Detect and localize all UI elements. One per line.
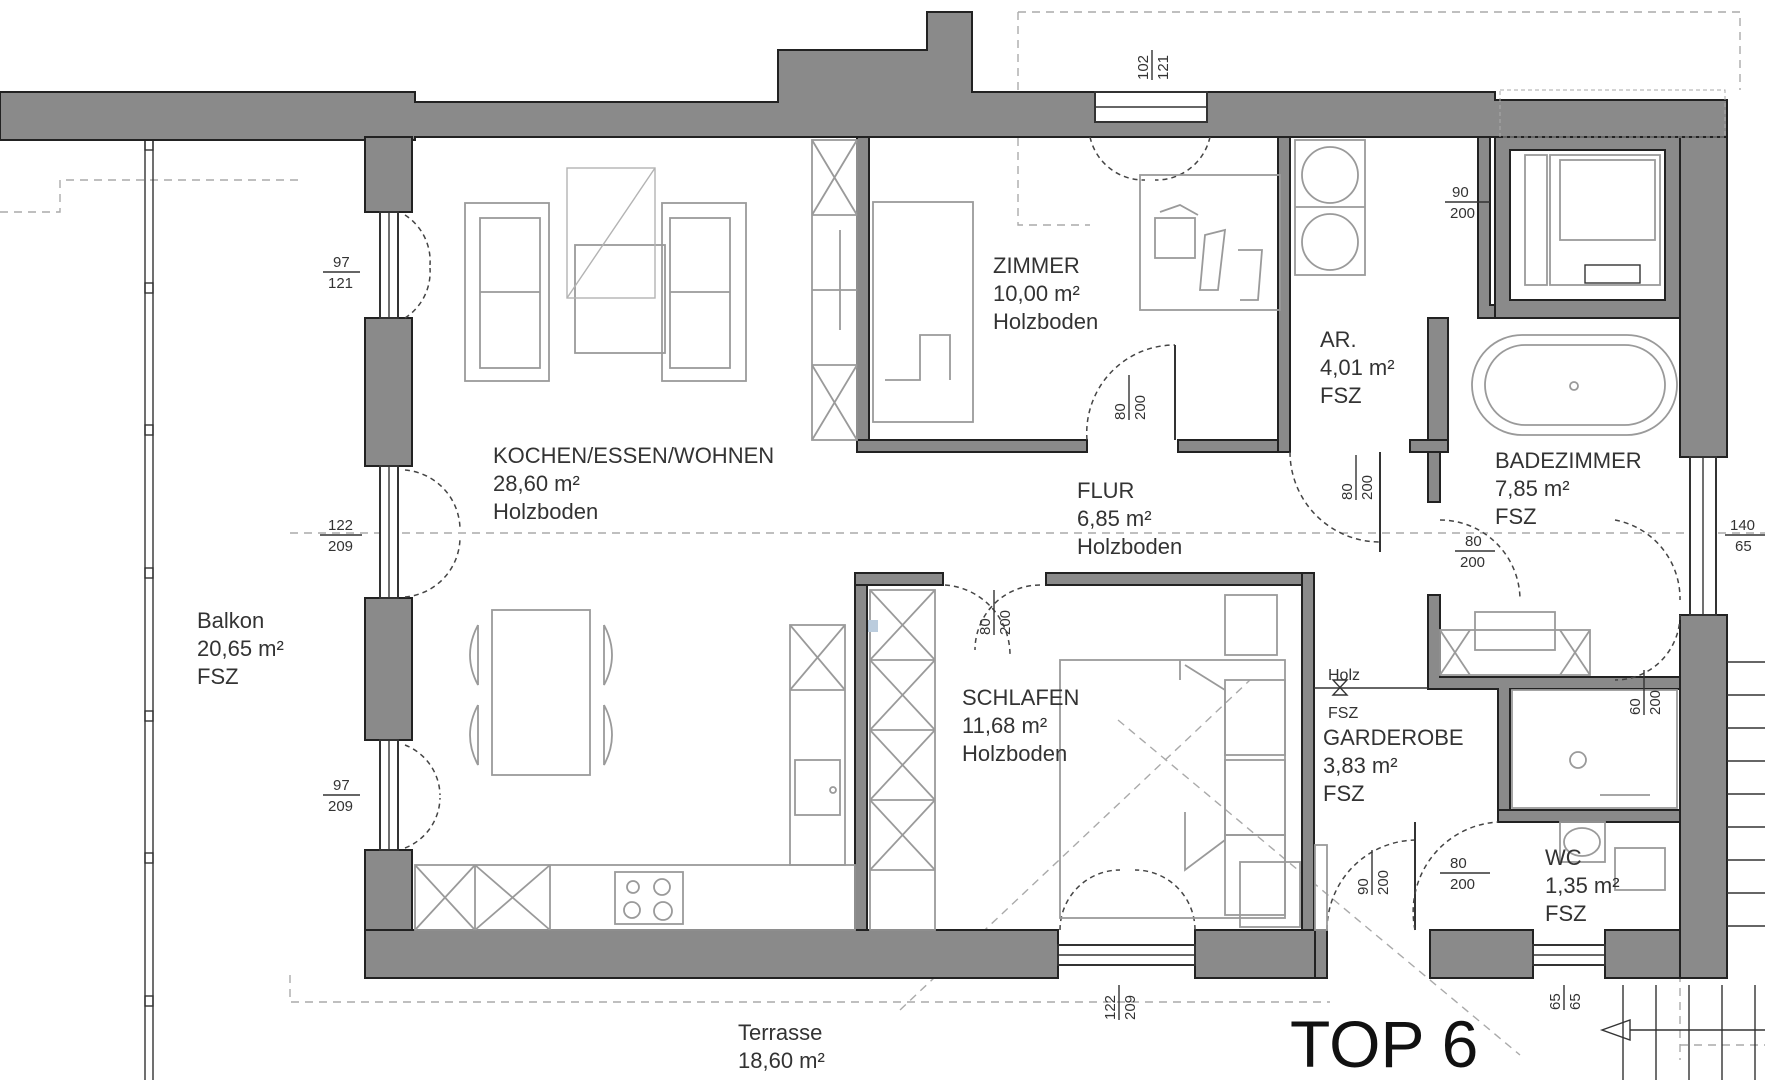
stair [1599,661,1765,1080]
dim-w-terrace-door: 122 [1102,995,1119,1020]
dim-w-left-window1: 97 [333,254,350,271]
dim-h-wc-door: 200 [1450,876,1475,893]
room-name-terrasse: Terrasse [738,1020,822,1045]
dim-h-top-window: 121 [1155,55,1172,80]
room-floor-zimmer: Holzboden [993,309,1098,334]
dim-h-left-window2: 209 [328,798,353,815]
room-name-zimmer: ZIMMER [993,253,1080,278]
dim-w-top-window: 102 [1135,55,1152,80]
dim-w-left-window2: 97 [333,777,350,794]
room-name-balkon: Balkon [197,608,264,633]
room-name-ar: AR. [1320,327,1357,352]
living-furniture [414,139,936,931]
room-area-ar: 4,01 m² [1320,355,1395,380]
room-floor-wc: FSZ [1545,901,1587,926]
room-area-balkon: 20,65 m² [197,636,284,661]
dim-w-zimmer-door: 80 [1112,403,1129,420]
heater-top-label: Holz [1328,667,1360,684]
dimension-labels: 102 121 90 200 97 121 80 200 80 200 122 … [320,50,1765,1020]
dim-h-right-window: 65 [1735,538,1752,555]
dim-w-wc-window: 65 [1547,993,1564,1010]
room-name-schlafen: SCHLAFEN [962,685,1079,710]
door-swings [404,136,1681,931]
bath-furniture [1294,89,1726,931]
dim-h-shower-door: 200 [1647,690,1664,715]
dim-w-shower-door: 60 [1627,698,1644,715]
dim-w-right-window: 140 [1730,517,1755,534]
room-name-garderobe: GARDEROBE [1323,725,1464,750]
room-floor-schlafen: Holzboden [962,741,1067,766]
room-area-garderobe: 3,83 m² [1323,753,1398,778]
dim-h-wc-window: 65 [1567,993,1584,1010]
dim-w-left-door: 122 [328,517,353,534]
projection-lines [0,11,1765,1060]
room-area-zimmer: 10,00 m² [993,281,1080,306]
dim-w-sauna-door: 90 [1452,184,1469,201]
bedroom-furniture [1059,594,1301,928]
dim-h-left-door: 209 [328,538,353,555]
zimmer-furniture [872,174,1281,423]
room-floor-bad: FSZ [1495,504,1537,529]
balcony-railing [144,139,154,1080]
dim-h-zimmer-door: 200 [1132,395,1149,420]
room-floor-balkon: FSZ [197,664,239,689]
dim-h-sauna-door: 200 [1450,205,1475,222]
dim-h-terrace-door: 209 [1122,995,1139,1020]
dim-w-wc-door: 80 [1450,855,1467,872]
dim-w-ar-door: 80 [1339,483,1356,500]
dim-h-bath-door: 200 [1460,554,1485,571]
room-area-schlafen: 11,68 m² [962,713,1047,738]
dim-w-garderobe-door: 90 [1355,878,1372,895]
heater-bottom-label: FSZ [1328,705,1358,722]
dim-h-left-window1: 121 [328,275,353,292]
dim-w-bath-door: 80 [1465,533,1482,550]
dim-h-ar-door: 200 [1359,475,1376,500]
windows [379,91,1717,966]
room-floor-garderobe: FSZ [1323,781,1365,806]
unit-title: TOP 6 [1290,1007,1478,1080]
room-name-wc: WC [1545,845,1582,870]
room-area-wc: 1,35 m² [1545,873,1620,898]
room-floor-ar: FSZ [1320,383,1362,408]
heater-symbol: Holz FSZ [1314,667,1428,722]
room-name-kochen: KOCHEN/ESSEN/WOHNEN [493,443,774,468]
room-floor-kochen: Holzboden [493,499,598,524]
room-labels: ZIMMER 10,00 m² Holzboden KOCHEN/ESSEN/W… [197,253,1642,1073]
room-area-bad: 7,85 m² [1495,476,1570,501]
dim-h-garderobe-door: 200 [1375,870,1392,895]
dim-w-schlafen-door: 80 [977,618,994,635]
dim-h-schlafen-door: 200 [997,610,1014,635]
room-name-bad: BADEZIMMER [1495,448,1642,473]
room-name-flur: FLUR [1077,478,1134,503]
room-floor-flur: Holzboden [1077,534,1182,559]
room-area-kochen: 28,60 m² [493,471,580,496]
room-area-flur: 6,85 m² [1077,506,1152,531]
walls [0,11,1728,979]
room-area-terrasse: 18,60 m² [738,1048,825,1073]
